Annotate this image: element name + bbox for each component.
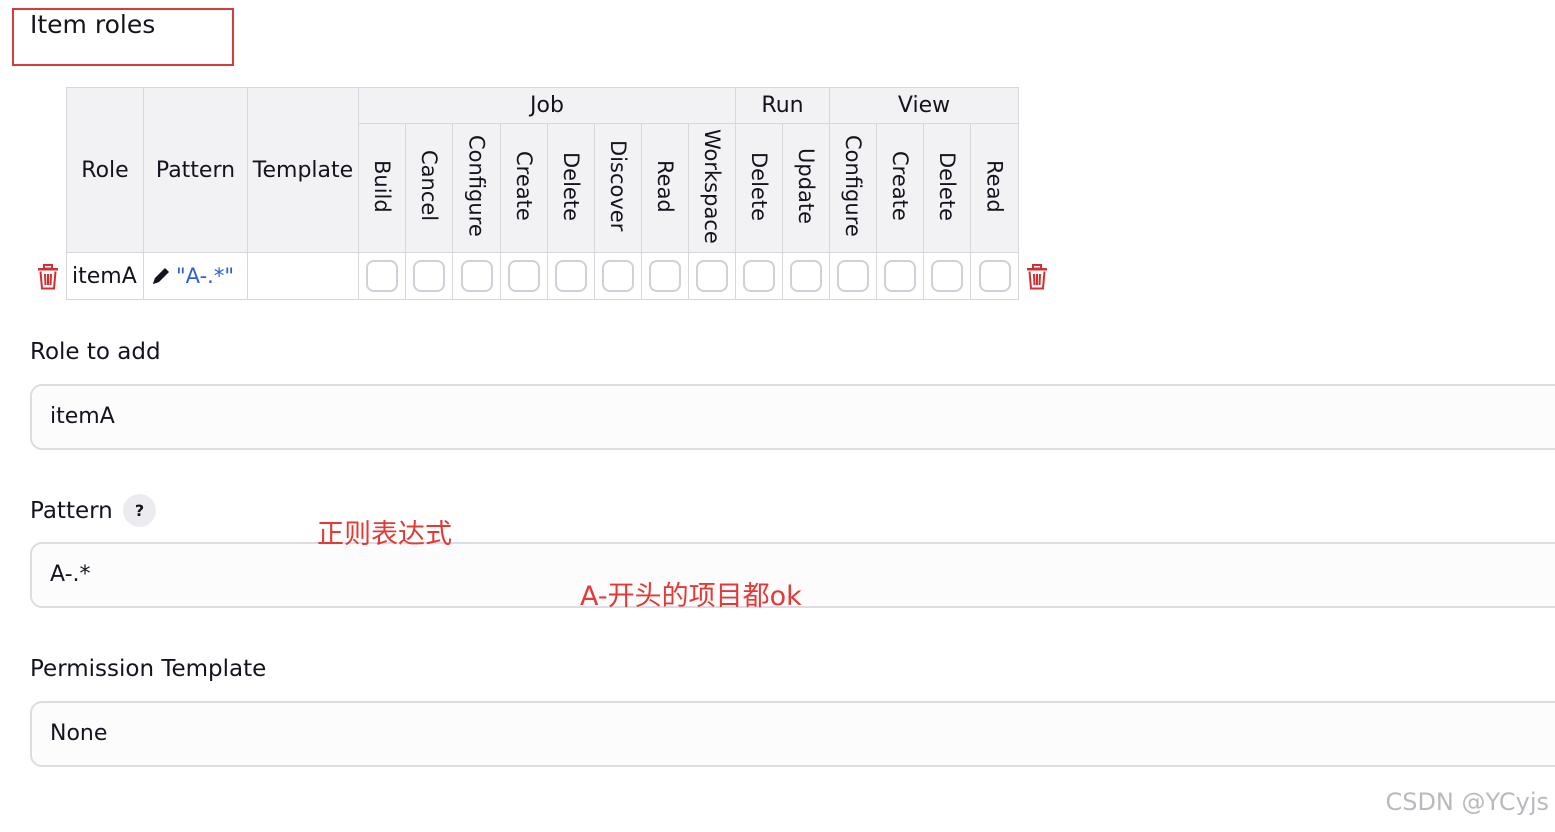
regex-annotation: 正则表达式 bbox=[317, 519, 452, 550]
checkbox-run-update[interactable] bbox=[790, 260, 822, 292]
permission-header-view-delete: Delete bbox=[923, 123, 971, 253]
permission-header-job-workspace: Workspace bbox=[688, 123, 736, 253]
permission-header-job-delete: Delete bbox=[547, 123, 595, 253]
watermark: CSDN @YCyjs bbox=[1385, 788, 1549, 816]
permission-header-job-build: Build bbox=[358, 123, 406, 253]
permission-template-label: Permission Template bbox=[30, 656, 267, 682]
permission-label: Workspace bbox=[700, 128, 724, 244]
permission-cell bbox=[688, 252, 736, 300]
pattern-input[interactable]: A-.* bbox=[30, 542, 1555, 608]
checkbox-view-create[interactable] bbox=[884, 260, 916, 292]
prefix-annotation: A-开头的项目都ok bbox=[580, 581, 802, 612]
column-header-pattern: Pattern bbox=[143, 87, 248, 253]
permission-header-run-delete: Delete bbox=[735, 123, 783, 253]
permission-cell bbox=[500, 252, 548, 300]
permission-cell bbox=[405, 252, 453, 300]
delete-row-trash-icon[interactable] bbox=[37, 264, 59, 290]
pattern-link[interactable]: "A-.*" bbox=[176, 264, 234, 288]
permission-label: Delete bbox=[747, 151, 771, 221]
permission-cell bbox=[735, 252, 783, 300]
checkbox-job-cancel[interactable] bbox=[413, 260, 445, 292]
group-header-run: Run bbox=[735, 87, 830, 124]
permission-cell bbox=[829, 252, 877, 300]
checkbox-view-delete[interactable] bbox=[931, 260, 963, 292]
delete-row-trash-icon-right[interactable] bbox=[1026, 264, 1048, 290]
permission-cell bbox=[547, 252, 595, 300]
permission-label: Create bbox=[888, 151, 912, 221]
permission-label: Delete bbox=[935, 151, 959, 221]
pattern-label: Pattern bbox=[30, 498, 113, 524]
permission-header-job-configure: Configure bbox=[452, 123, 501, 253]
permission-label: Read bbox=[982, 159, 1007, 213]
permission-cell bbox=[782, 252, 830, 300]
role-name: itemA bbox=[66, 252, 144, 300]
permission-label: Build bbox=[370, 159, 394, 213]
pencil-icon[interactable] bbox=[150, 265, 172, 287]
permission-header-run-update: Update bbox=[782, 123, 830, 253]
section-title-box bbox=[12, 8, 234, 66]
permission-label: Create bbox=[512, 151, 536, 221]
permission-label: Discover bbox=[606, 140, 630, 232]
table-row: itemA "A-.*" bbox=[66, 252, 1019, 300]
role-to-add-label: Role to add bbox=[30, 339, 161, 365]
permission-label: Read bbox=[653, 159, 677, 213]
permission-header-job-read: Read bbox=[641, 123, 689, 253]
checkbox-job-workspace[interactable] bbox=[696, 260, 728, 292]
permission-label: Update bbox=[794, 147, 818, 225]
permission-cell bbox=[970, 252, 1019, 300]
section-title: Item roles bbox=[30, 10, 156, 39]
checkbox-job-build[interactable] bbox=[366, 260, 398, 292]
group-header-job: Job bbox=[358, 87, 736, 124]
permission-header-job-cancel: Cancel bbox=[405, 123, 453, 253]
permission-cell bbox=[452, 252, 501, 300]
permission-template-select[interactable]: None bbox=[30, 701, 1555, 767]
checkbox-job-delete[interactable] bbox=[555, 260, 587, 292]
pattern-cell: "A-.*" bbox=[143, 252, 248, 300]
checkbox-run-delete[interactable] bbox=[743, 260, 775, 292]
permission-label: Configure bbox=[464, 135, 489, 237]
permission-cell bbox=[641, 252, 689, 300]
permission-cell bbox=[876, 252, 924, 300]
question-icon[interactable]: ? bbox=[123, 494, 156, 527]
role-to-add-input[interactable]: itemA bbox=[30, 384, 1555, 450]
permission-cell bbox=[923, 252, 971, 300]
checkbox-job-configure[interactable] bbox=[460, 260, 493, 292]
permission-cell bbox=[594, 252, 642, 300]
permission-label: Configure bbox=[841, 135, 865, 237]
group-header-view: View bbox=[829, 87, 1019, 124]
checkbox-view-read[interactable] bbox=[978, 260, 1011, 292]
permission-cell bbox=[358, 252, 406, 300]
permission-header-view-configure: Configure bbox=[829, 123, 877, 253]
checkbox-job-create[interactable] bbox=[508, 260, 540, 292]
permission-header-view-read: Read bbox=[970, 123, 1019, 253]
permission-header-view-create: Create bbox=[876, 123, 924, 253]
column-header-template: Template bbox=[247, 87, 359, 253]
permission-label: Delete bbox=[559, 151, 583, 221]
permission-header-job-create: Create bbox=[500, 123, 548, 253]
checkbox-view-configure[interactable] bbox=[837, 260, 869, 292]
permission-header-job-discover: Discover bbox=[594, 123, 642, 253]
permission-label: Cancel bbox=[417, 150, 441, 222]
template-cell bbox=[247, 252, 359, 300]
column-header-role: Role bbox=[66, 87, 144, 253]
checkbox-job-read[interactable] bbox=[649, 260, 681, 292]
checkbox-job-discover[interactable] bbox=[602, 260, 634, 292]
